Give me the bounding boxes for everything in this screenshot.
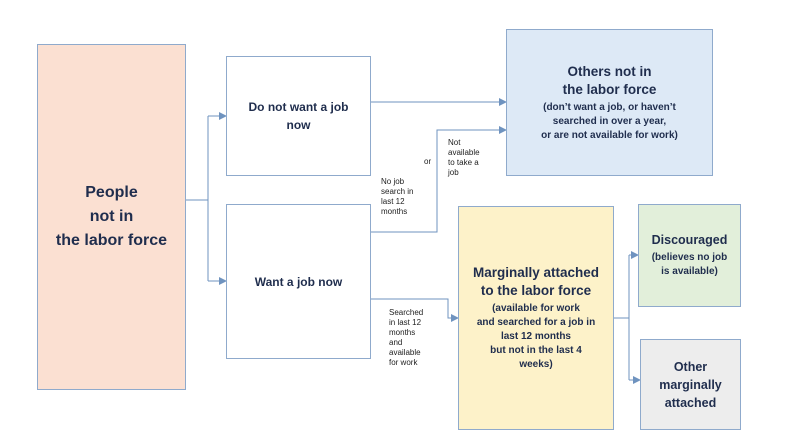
edge-label-not-available: Not available to take a job — [448, 138, 480, 177]
edge-label-or: or — [424, 157, 432, 166]
node-want-job-title: Want a job now — [254, 274, 343, 289]
node-others: Others not in the labor force (don’t wan… — [506, 29, 713, 176]
edge-want-job-to-marginal — [371, 298, 459, 322]
node-other-marginal: Other marginally attached — [640, 339, 741, 430]
node-want-job: Want a job now — [226, 204, 371, 359]
node-people: People not in the labor force — [37, 44, 186, 390]
node-marginal-title: Marginally attached to the labor force — [472, 265, 600, 298]
node-marginal-subtitle: (available for work and searched for a j… — [476, 303, 596, 370]
node-marginal: Marginally attached to the labor force (… — [458, 206, 614, 430]
node-discouraged: Discouraged (believes no job is availabl… — [638, 204, 741, 307]
node-discouraged-title: Discouraged — [651, 233, 728, 247]
edge-want-job-to-others — [371, 126, 507, 233]
node-do-not-want: Do not want a job now — [226, 56, 371, 176]
edge-label-no-search: No job search in last 12 months — [381, 177, 414, 216]
edge-label-searched: Searched in last 12 months and available… — [389, 308, 424, 367]
node-discouraged-subtitle: (believes no job is available) — [651, 252, 728, 277]
node-people-title: People not in the labor force — [55, 184, 168, 249]
node-other-marginal-title: Other marginally attached — [659, 359, 722, 410]
node-others-title: Others not in the labor force — [562, 63, 657, 97]
node-others-subtitle: (don’t want a job, or haven’t searched i… — [541, 101, 678, 141]
node-do-not-want-title: Do not want a job now — [248, 100, 349, 132]
